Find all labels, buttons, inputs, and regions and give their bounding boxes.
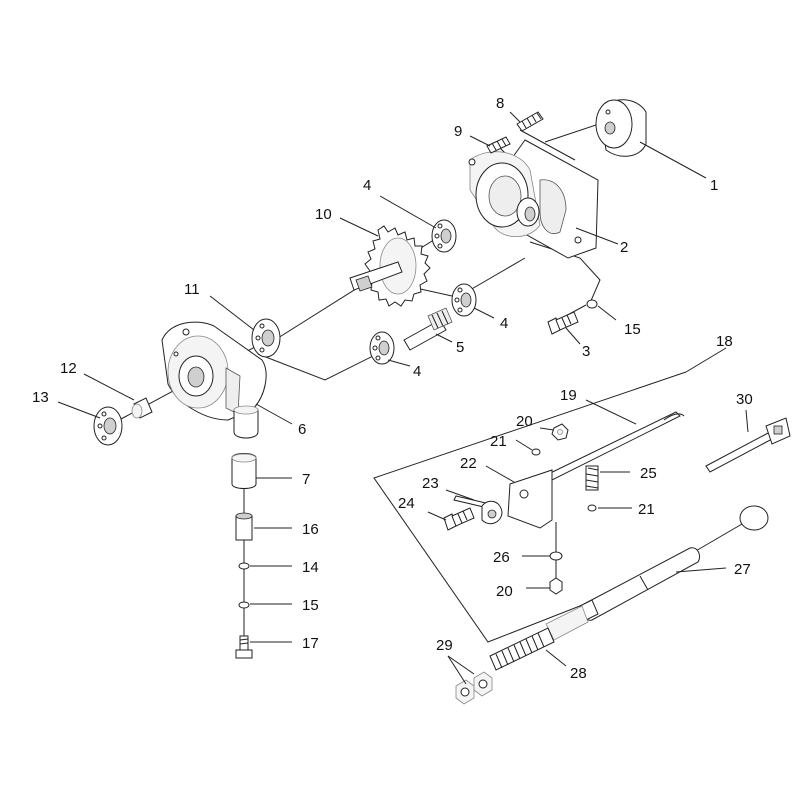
label-part-23: 23 [422,475,439,492]
callout-leaders [57,111,749,685]
part-1-pulley [595,99,647,157]
label-part-28: 28 [570,665,587,682]
label-part-13: 13 [32,389,49,406]
part-10-gear [349,225,431,307]
part-28-adjuster [489,605,589,671]
label-part-15-lower: 15 [302,597,319,614]
label-part-4-bottom: 4 [413,363,421,380]
label-part-3: 3 [582,343,590,360]
part-9-screw [486,136,511,154]
label-part-6: 6 [298,421,306,438]
label-part-16: 16 [302,521,319,538]
label-part-4-top: 4 [363,177,371,194]
label-part-21-upper: 21 [490,433,507,450]
part-13-bearing [93,406,123,446]
label-part-24: 24 [398,495,415,512]
part-21-washer-upper [531,448,541,456]
label-part-29: 29 [436,637,453,654]
label-part-30: 30 [736,391,753,408]
part-3-screw [547,311,579,335]
part-23-lever [453,495,503,525]
label-part-21-lower: 21 [638,501,655,518]
part-4-bearing-b [451,283,477,317]
part-27-cable [579,505,769,621]
part-11-bearing [251,318,281,358]
part-14-washer [238,562,250,570]
label-part-22: 22 [460,455,477,472]
label-part-17: 17 [302,635,319,652]
part-12-bushing [131,397,153,419]
part-20-nut-lower [549,560,563,595]
label-part-15-upper: 15 [624,321,641,338]
part-16-spacer [235,512,253,541]
part-20-nut-upper [551,423,569,441]
label-part-5: 5 [456,339,464,356]
label-part-2: 2 [620,239,628,256]
label-part-27: 27 [734,561,751,578]
callout-numbers: 1 2 3 4 4 4 5 6 7 8 9 10 11 12 13 14 15 … [32,95,753,682]
label-part-26: 26 [493,549,510,566]
label-part-20-upper: 20 [516,413,533,430]
label-part-10: 10 [315,206,332,223]
label-part-19: 19 [560,387,577,404]
label-part-11: 11 [184,281,200,298]
part-5-pinion-shaft [403,307,453,351]
part-26-washer [549,522,563,561]
label-part-18: 18 [716,333,733,350]
part-17-bolt [235,635,253,659]
part-19-rod [535,411,685,487]
label-part-20-lower: 20 [496,583,513,600]
part-25-spring [585,465,599,491]
label-part-12: 12 [60,360,77,377]
part-22-bracket [507,469,553,529]
part-7-damper [231,453,257,489]
part-4-bearing-c [369,331,395,365]
label-part-25: 25 [640,465,657,482]
label-part-14: 14 [302,559,319,576]
part-6-housing [161,321,267,439]
label-part-8: 8 [496,95,504,112]
part-4-bearing-a [431,219,457,253]
part-15-washer-lower [238,601,250,609]
part-8-screw [516,111,544,132]
part-29-nuts [455,671,493,705]
part-2-flange-housing [468,139,599,259]
part-15-washer-upper [586,299,598,309]
part-21-washer-lower [587,504,597,512]
part-30-cable-tie [705,417,791,473]
label-part-1: 1 [710,177,718,194]
label-part-7: 7 [302,471,310,488]
label-part-9: 9 [454,123,462,140]
part-24-screw [443,507,475,531]
label-part-4-middle: 4 [500,315,508,332]
